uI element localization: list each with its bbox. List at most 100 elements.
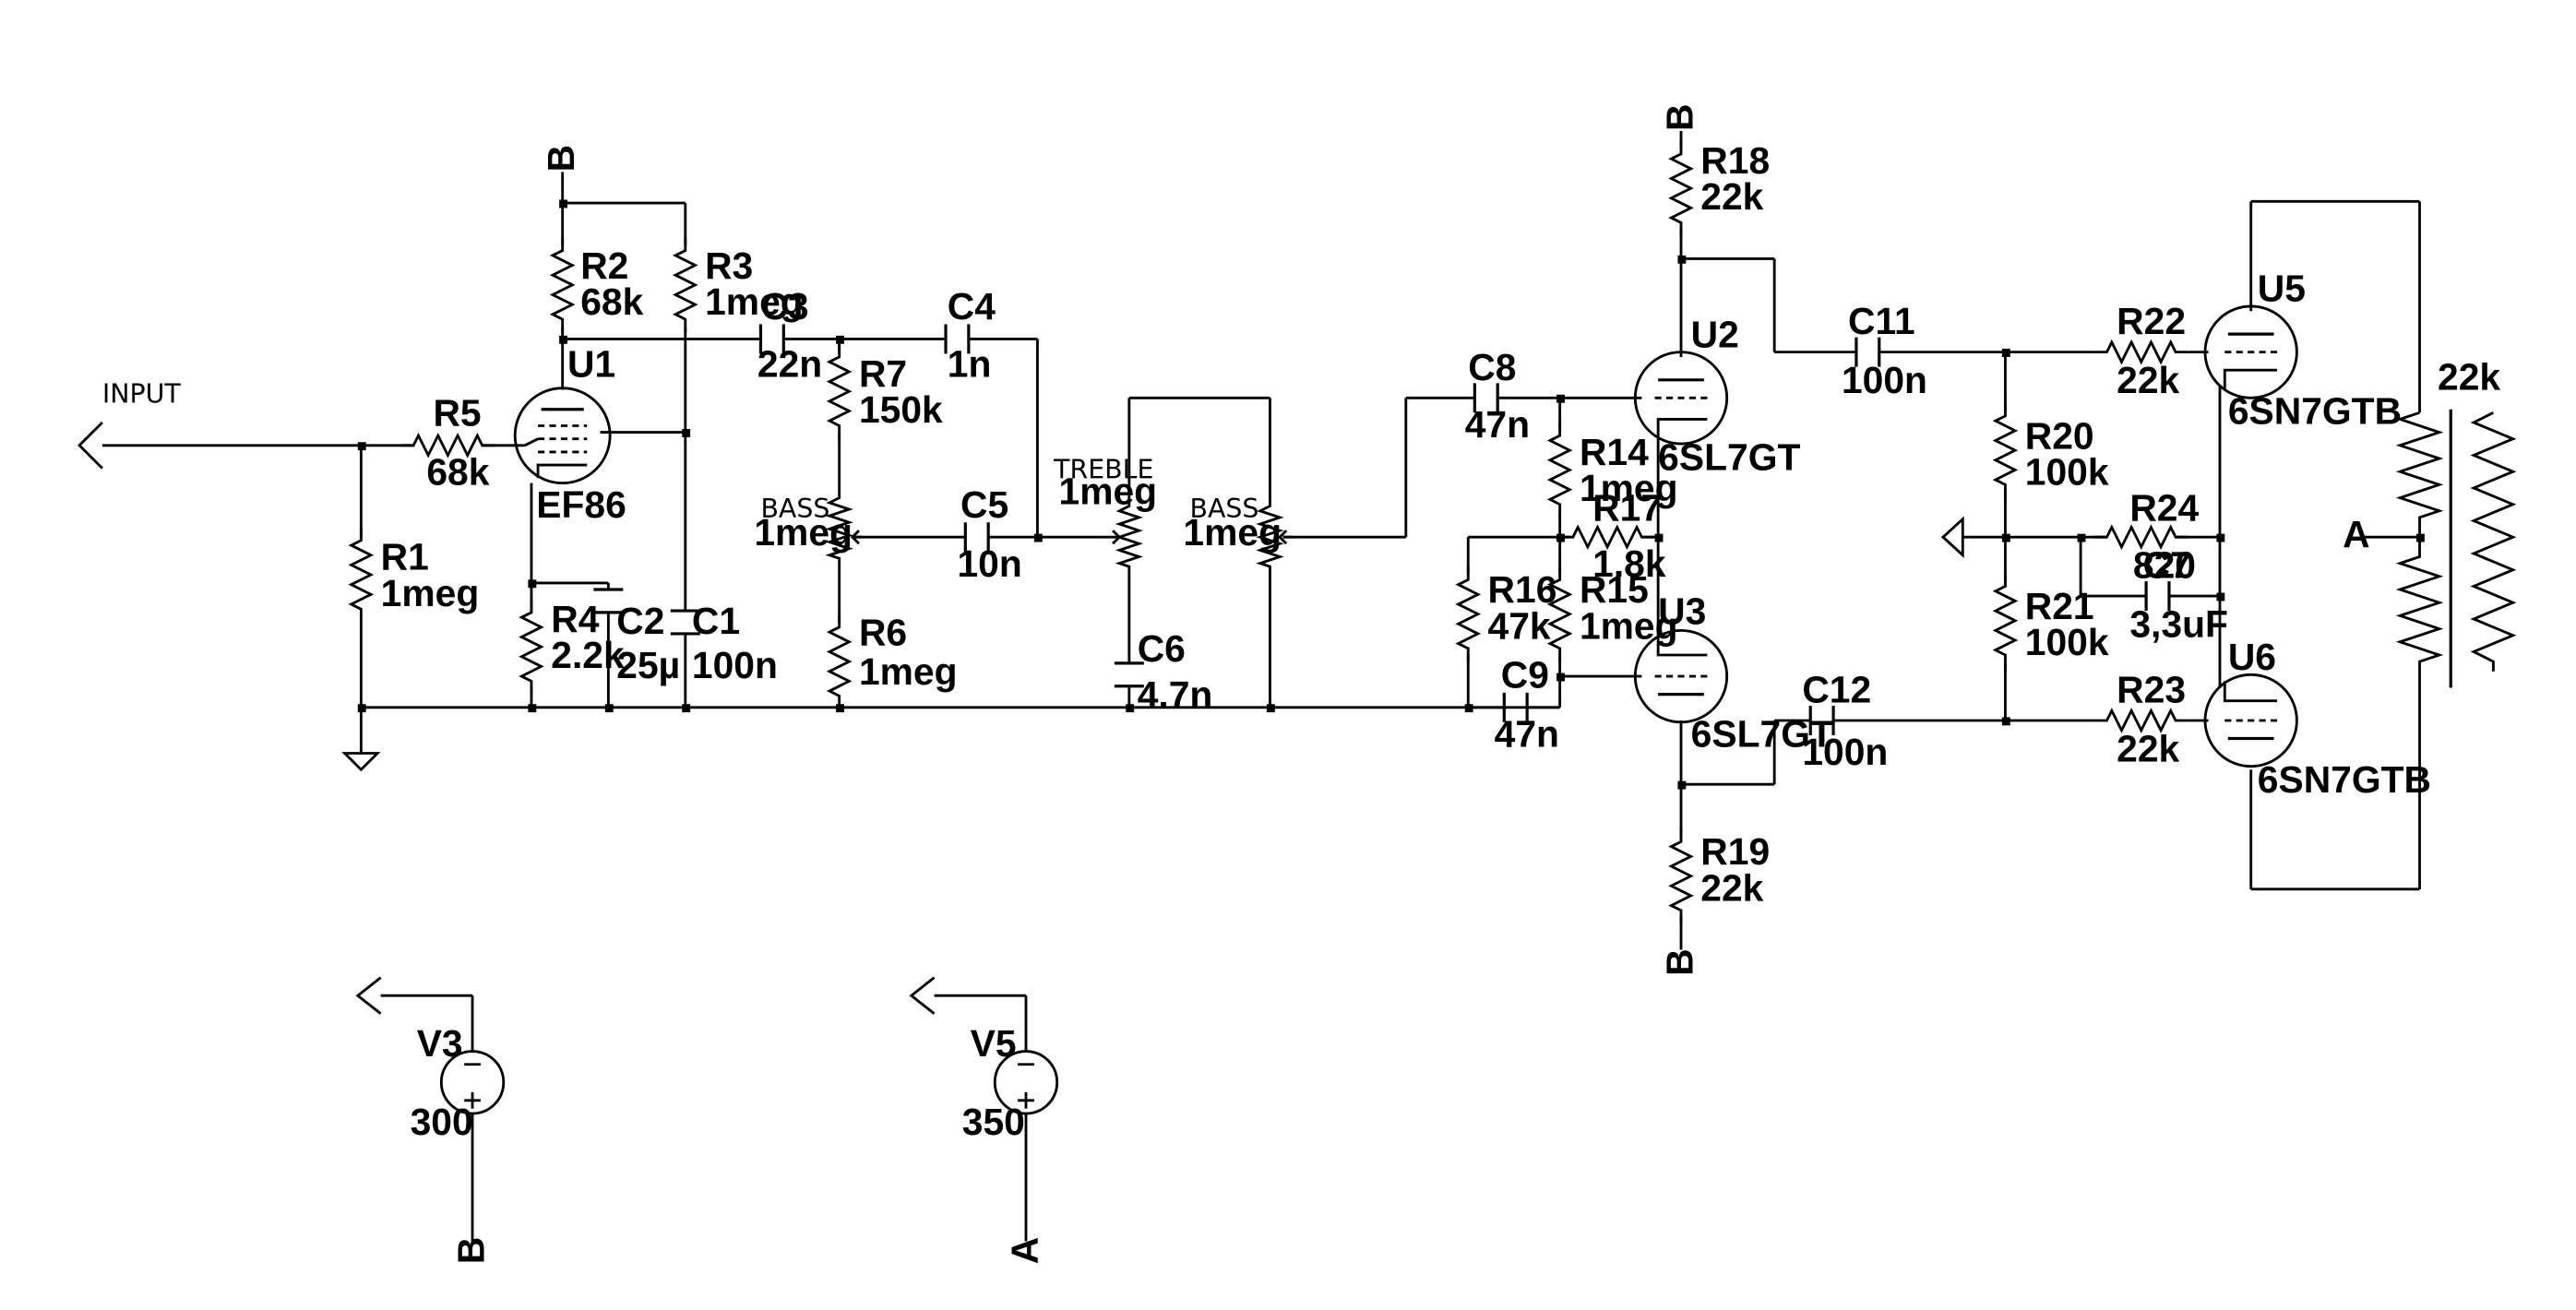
svg-text:C7: C7 (2143, 544, 2191, 587)
svg-text:1.8k: 1.8k (1592, 542, 1666, 585)
svg-text:R19: R19 (1700, 830, 1770, 873)
capacitor-c11: C11 100n (1842, 300, 1927, 401)
svg-text:22n: 22n (757, 342, 822, 385)
tube-u1-ef86: U1 EF86 (513, 342, 626, 526)
svg-text:100n: 100n (1842, 359, 1927, 401)
resistor-r19: R19 22k (1669, 827, 1770, 925)
svg-text:C4: C4 (948, 285, 996, 328)
svg-text:68k: 68k (426, 450, 489, 493)
resistor-r22: R22 22k (2092, 300, 2190, 401)
svg-text:1meg: 1meg (1580, 467, 1678, 509)
svg-text:100k: 100k (2025, 450, 2109, 493)
ground-symbol-2 (1940, 516, 1964, 558)
ground-symbol-1 (341, 752, 381, 772)
svg-text:100n: 100n (1802, 731, 1888, 773)
svg-text:R1: R1 (381, 536, 429, 578)
svg-text:U6: U6 (2228, 636, 2276, 678)
tube-u3-6sl7gt: U3 6SL7GT (1633, 590, 1833, 755)
svg-text:68k: 68k (580, 280, 643, 323)
net-label-a: A (2343, 513, 2369, 555)
svg-text:R18: R18 (1700, 139, 1770, 182)
svg-text:C6: C6 (1138, 627, 1186, 670)
svg-text:350: 350 (962, 1101, 1025, 1143)
capacitor-c7: C7 3,3uF (2129, 544, 2228, 646)
resistor-r20: R20 100k (1994, 401, 2109, 500)
svg-text:1meg: 1meg (705, 280, 804, 323)
svg-text:C2: C2 (616, 600, 664, 642)
resistor-r4: R4 2.2k (519, 598, 625, 697)
svg-text:C3: C3 (760, 285, 808, 328)
svg-text:C9: C9 (1501, 654, 1549, 697)
input-port: INPUT (78, 379, 182, 470)
svg-text:U5: U5 (2258, 268, 2306, 310)
capacitor-c1: C1 100n (670, 600, 778, 686)
input-label: INPUT (102, 379, 182, 410)
svg-text:1meg: 1meg (1580, 604, 1678, 647)
svg-text:R4: R4 (551, 598, 599, 640)
capacitor-c6: C6 4.7n (1114, 627, 1213, 716)
net-label-b: B (1658, 948, 1700, 975)
resistor-r6: R6 1meg (828, 611, 958, 710)
svg-text:6SL7GT: 6SL7GT (1658, 435, 1800, 478)
svg-text:3,3uF: 3,3uF (2129, 602, 2228, 645)
svg-text:C1: C1 (692, 600, 740, 642)
svg-text:47k: 47k (1488, 604, 1551, 647)
voltage-source-v5: V5 350 (909, 976, 1059, 1143)
svg-text:6SN7GTB: 6SN7GTB (2258, 758, 2431, 801)
svg-text:C11: C11 (1848, 300, 1915, 342)
capacitor-c2: C2 25µ (593, 588, 680, 686)
svg-text:EF86: EF86 (536, 483, 626, 526)
svg-text:C5: C5 (960, 483, 1008, 526)
capacitor-c5: C5 10n (957, 483, 1021, 585)
svg-text:R16: R16 (1488, 568, 1557, 611)
tube-u5-6sn7gtb: U5 6SN7GTB (2203, 268, 2402, 433)
net-label-b: B (449, 1237, 492, 1264)
svg-text:R5: R5 (433, 392, 481, 435)
svg-text:R20: R20 (2025, 414, 2094, 457)
svg-text:22k: 22k (2117, 727, 2179, 769)
svg-text:22k: 22k (2438, 355, 2500, 398)
svg-text:6SN7GTB: 6SN7GTB (2228, 390, 2402, 433)
resistor-r14: R14 1meg (1548, 421, 1678, 519)
svg-text:100k: 100k (2025, 621, 2109, 663)
net-label-b: B (540, 145, 582, 172)
svg-text:2.2k: 2.2k (551, 634, 625, 676)
capacitor-c8: C8 47n (1465, 346, 1530, 446)
voltage-source-v3: V3 300 (355, 976, 506, 1143)
resistor-r23: R23 22k (2092, 668, 2190, 769)
tube-u6-6sn7gtb: U6 6SN7GTB (2203, 636, 2431, 801)
svg-text:R2: R2 (580, 244, 628, 287)
resistor-r1: R1 1meg (350, 526, 479, 624)
resistor-r24: R24 820 (2092, 486, 2200, 587)
svg-text:R23: R23 (2117, 668, 2186, 710)
svg-text:U2: U2 (1691, 313, 1739, 355)
svg-text:820: 820 (2133, 544, 2196, 587)
svg-text:1n: 1n (948, 342, 992, 385)
svg-text:4.7n: 4.7n (1138, 673, 1213, 716)
svg-text:47n: 47n (1465, 403, 1530, 446)
svg-text:1meg: 1meg (754, 511, 853, 554)
capacitor-c9: C9 47n (1495, 654, 1559, 756)
net-label-a: A (1003, 1237, 1045, 1264)
svg-text:22k: 22k (1700, 175, 1763, 218)
svg-text:22k: 22k (2117, 359, 2179, 401)
output-transformer: 22k (2395, 355, 2517, 688)
capacitor-c3: C3 22n (757, 285, 822, 385)
svg-text:R17: R17 (1592, 486, 1662, 529)
svg-text:R15: R15 (1580, 568, 1649, 611)
svg-text:10n: 10n (957, 542, 1021, 585)
svg-text:6SL7GT: 6SL7GT (1691, 712, 1833, 755)
wires (101, 131, 2421, 1242)
resistor-r7: R7 150k (828, 342, 943, 441)
svg-text:150k: 150k (859, 388, 943, 431)
resistor-r17: R17 1.8k (1558, 486, 1666, 585)
svg-text:BASS: BASS (760, 494, 829, 524)
svg-text:R22: R22 (2117, 300, 2186, 342)
potentiometer-treble: TREBLE 1meg (1053, 454, 1157, 572)
svg-text:1meg: 1meg (1183, 511, 1282, 554)
svg-text:100n: 100n (692, 644, 778, 686)
net-label-b: B (1658, 104, 1700, 131)
svg-text:C8: C8 (1468, 346, 1516, 388)
svg-text:R24: R24 (2129, 486, 2199, 529)
